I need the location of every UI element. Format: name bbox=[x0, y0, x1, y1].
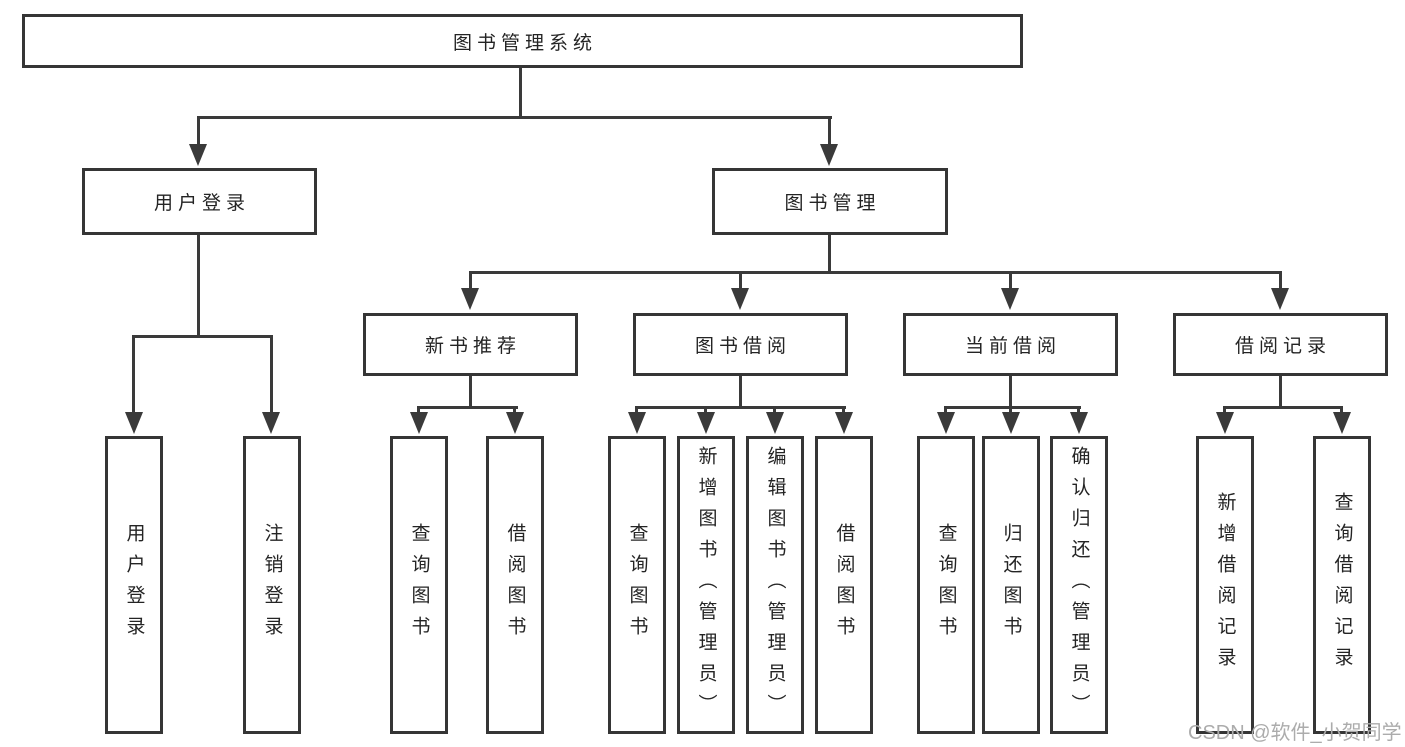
connector-line bbox=[197, 116, 200, 148]
leaf-label: 归还图书 bbox=[1000, 523, 1022, 647]
connector-line bbox=[469, 271, 472, 290]
leaf-query-books: 查询图书 bbox=[608, 436, 666, 734]
connector-line bbox=[1279, 271, 1282, 290]
leaf-label: 查询图书 bbox=[408, 523, 430, 647]
node-user-login: 用户登录 bbox=[82, 168, 317, 235]
leaf-query-books-current: 查询图书 bbox=[917, 436, 975, 734]
connector-line bbox=[1279, 376, 1282, 409]
connector-line bbox=[842, 406, 845, 416]
leaf-label: 借阅图书 bbox=[833, 523, 855, 647]
node-label: 用户登录 bbox=[153, 193, 250, 214]
leaf-label: 用户登录 bbox=[123, 523, 145, 647]
arrow-down-icon bbox=[1002, 412, 1020, 434]
leaf-label: 借阅图书 bbox=[504, 523, 526, 647]
connector-line bbox=[828, 116, 831, 148]
connector-line bbox=[132, 335, 273, 338]
node-library-management-system: 图书管理系统 bbox=[22, 14, 1023, 68]
node-book-borrowing: 图书借阅 bbox=[633, 313, 848, 376]
connector-line bbox=[1340, 406, 1343, 416]
arrow-down-icon bbox=[1070, 412, 1088, 434]
connector-line bbox=[519, 68, 522, 119]
node-label: 图书借阅 bbox=[694, 336, 791, 357]
leaf-label: 确认归还（管理员） bbox=[1068, 445, 1090, 725]
connector-line bbox=[635, 406, 846, 409]
leaf-label: 查询图书 bbox=[935, 523, 957, 647]
arrow-down-icon bbox=[189, 144, 207, 166]
connector-line bbox=[132, 335, 135, 415]
leaf-label: 查询图书 bbox=[626, 523, 648, 647]
leaf-logout: 注销登录 bbox=[243, 436, 301, 734]
node-label: 图书管理 bbox=[784, 193, 881, 214]
node-book-management: 图书管理 bbox=[712, 168, 948, 235]
leaf-query-books-recommend: 查询图书 bbox=[390, 436, 448, 734]
connector-line bbox=[197, 235, 200, 338]
leaf-label: 新增借阅记录 bbox=[1214, 492, 1236, 678]
leaf-label: 查询借阅记录 bbox=[1331, 492, 1353, 678]
connector-line bbox=[773, 406, 776, 416]
node-label: 借阅记录 bbox=[1234, 336, 1331, 357]
connector-line bbox=[1223, 406, 1226, 416]
leaf-borrow-books-recommend: 借阅图书 bbox=[486, 436, 544, 734]
arrow-down-icon bbox=[937, 412, 955, 434]
leaf-confirm-return-admin: 确认归还（管理员） bbox=[1050, 436, 1108, 734]
connector-line bbox=[635, 406, 638, 416]
leaf-return-book: 归还图书 bbox=[982, 436, 1040, 734]
node-label: 当前借阅 bbox=[964, 336, 1061, 357]
connector-line bbox=[739, 376, 742, 409]
arrow-down-icon bbox=[766, 412, 784, 434]
arrow-down-icon bbox=[410, 412, 428, 434]
connector-line bbox=[704, 406, 707, 416]
node-current-borrowing: 当前借阅 bbox=[903, 313, 1118, 376]
leaf-label: 新增图书（管理员） bbox=[695, 445, 717, 725]
arrow-down-icon bbox=[628, 412, 646, 434]
leaf-edit-book-admin: 编辑图书（管理员） bbox=[746, 436, 804, 734]
connector-line bbox=[417, 406, 420, 416]
connector-line bbox=[739, 271, 742, 290]
connector-line bbox=[1223, 406, 1343, 409]
leaf-add-borrow-record: 新增借阅记录 bbox=[1196, 436, 1254, 734]
leaf-user-login: 用户登录 bbox=[105, 436, 163, 734]
arrow-down-icon bbox=[697, 412, 715, 434]
arrow-down-icon bbox=[1271, 288, 1289, 310]
connector-line bbox=[469, 376, 472, 409]
leaf-borrow-books: 借阅图书 bbox=[815, 436, 873, 734]
node-borrowing-records: 借阅记录 bbox=[1173, 313, 1388, 376]
node-label: 图书管理系统 bbox=[452, 32, 597, 54]
arrow-down-icon bbox=[1333, 412, 1351, 434]
connector-line bbox=[1077, 406, 1080, 416]
connector-line bbox=[944, 406, 1081, 409]
connector-line bbox=[417, 406, 518, 409]
csdn-watermark: CSDN @软件_小贺同学 bbox=[1188, 722, 1402, 744]
connector-line bbox=[197, 116, 832, 119]
node-label: 新书推荐 bbox=[424, 336, 521, 357]
arrow-down-icon bbox=[262, 412, 280, 434]
connector-line bbox=[513, 406, 516, 416]
connector-line bbox=[828, 235, 831, 274]
arrow-down-icon bbox=[1216, 412, 1234, 434]
arrow-down-icon bbox=[1001, 288, 1019, 310]
connector-line bbox=[1009, 376, 1012, 409]
connector-line bbox=[1009, 271, 1012, 290]
connector-line bbox=[270, 335, 273, 415]
leaf-add-book-admin: 新增图书（管理员） bbox=[677, 436, 735, 734]
leaf-label: 编辑图书（管理员） bbox=[764, 445, 786, 725]
connector-line bbox=[944, 406, 947, 416]
node-new-book-recommend: 新书推荐 bbox=[363, 313, 578, 376]
arrow-down-icon bbox=[506, 412, 524, 434]
arrow-down-icon bbox=[820, 144, 838, 166]
leaf-label: 注销登录 bbox=[261, 523, 283, 647]
arrow-down-icon bbox=[731, 288, 749, 310]
arrow-down-icon bbox=[835, 412, 853, 434]
arrow-down-icon bbox=[125, 412, 143, 434]
leaf-query-borrow-record: 查询借阅记录 bbox=[1313, 436, 1371, 734]
connector-line bbox=[469, 271, 1282, 274]
connector-line bbox=[1009, 406, 1012, 416]
arrow-down-icon bbox=[461, 288, 479, 310]
